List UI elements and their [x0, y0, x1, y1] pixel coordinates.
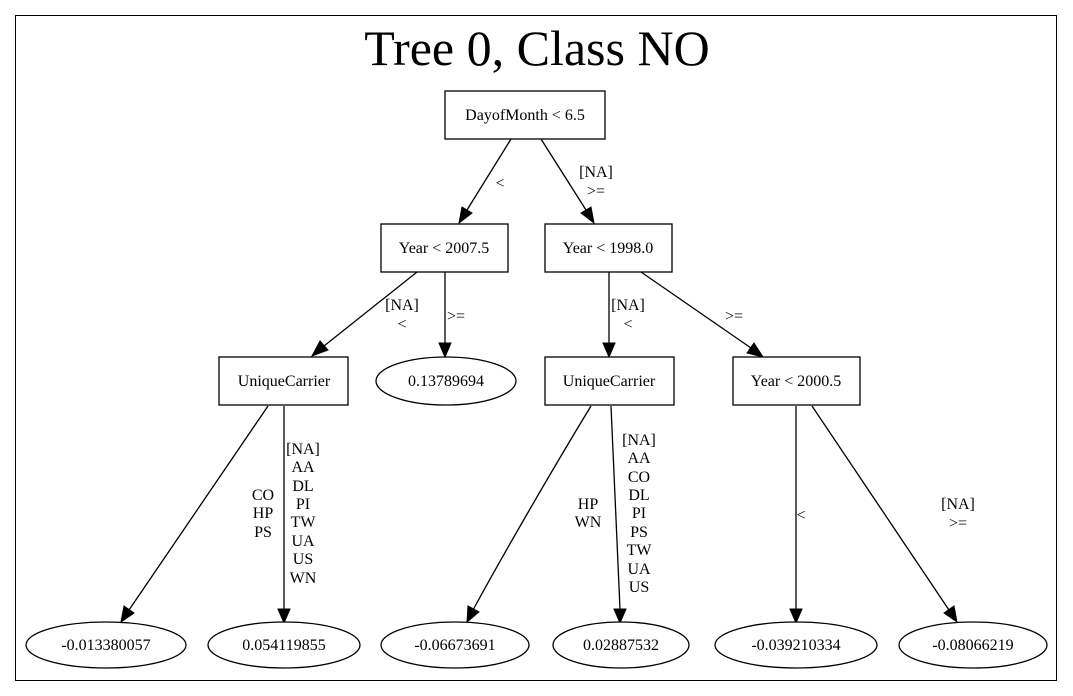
edge-label: [NA]	[286, 441, 320, 458]
leaf-3: -0.06673691	[380, 621, 530, 669]
node-year-1998: Year < 1998.0	[544, 223, 673, 273]
edge-n3-l2: [NA] AA DL PI TW UA US WN	[277, 406, 320, 625]
edge-n2-n5: [NA] <	[602, 272, 645, 359]
leaf-6: -0.08066219	[898, 621, 1048, 669]
edge-label: [NA]	[611, 297, 645, 314]
leaf-label: 0.02887532	[583, 637, 659, 654]
leaf-0-13789694: 0.13789694	[375, 356, 517, 406]
node-year-2007: Year < 2007.5	[380, 223, 509, 273]
edge-label: [NA]	[385, 297, 419, 314]
edge-n5-l3: HP WN	[466, 405, 602, 624]
edge-n2-n6: >=	[640, 271, 765, 358]
edge-label: HP	[253, 505, 274, 522]
edge-n1-n4: >=	[438, 272, 465, 359]
edge-n3-l1: CO HP PS	[120, 405, 274, 624]
edge-root-left: <	[458, 138, 512, 225]
edge-label: <	[796, 507, 805, 524]
edge-label: [NA]	[579, 164, 613, 181]
node-unique-carrier-right: UniqueCarrier	[544, 356, 675, 406]
edge-label: UA	[627, 561, 651, 578]
edge-label: PS	[630, 524, 648, 541]
edge-label: HP	[578, 496, 599, 513]
node-label: Year < 1998.0	[563, 240, 654, 257]
edge-label: PI	[296, 496, 310, 513]
leaf-label: -0.013380057	[61, 637, 150, 654]
leaf-5: -0.039210334	[714, 621, 878, 669]
edge-n1-n3: [NA] <	[310, 271, 419, 357]
edge-label: AA	[291, 459, 315, 476]
edge-label: CO	[628, 469, 650, 486]
diagram-frame	[15, 15, 1057, 681]
edge-n6-l5: <	[789, 406, 806, 625]
edge-n5-l4: [NA] AA CO DL PI PS TW UA US	[610, 405, 656, 625]
edge-label: TW	[291, 514, 317, 531]
node-label: UniqueCarrier	[238, 373, 331, 390]
edge-label: UA	[291, 533, 315, 550]
node-label: Year < 2000.5	[751, 373, 842, 390]
edge-label: >=	[587, 183, 605, 200]
edge-n6-l6: [NA] >=	[811, 405, 975, 624]
leaf-label: -0.039210334	[751, 637, 840, 654]
leaf-label: 0.054119855	[242, 637, 325, 654]
edge-root-right: [NA] >=	[540, 138, 613, 225]
edge-label: PI	[632, 505, 646, 522]
edge-label: DL	[628, 487, 649, 504]
edge-label: DL	[292, 478, 313, 495]
edge-label: PS	[254, 524, 272, 541]
leaf-4: 0.02887532	[552, 621, 690, 669]
edge-label: >=	[949, 515, 967, 532]
diagram-title: Tree 0, Class NO	[364, 20, 709, 76]
edge-label: WN	[290, 570, 317, 587]
edge-label: <	[397, 316, 406, 333]
edge-label: WN	[575, 514, 602, 531]
leaf-label: -0.08066219	[932, 637, 1013, 654]
leaf-1: -0.013380057	[25, 621, 187, 669]
node-year-2000: Year < 2000.5	[732, 356, 861, 406]
edge-label: >=	[725, 308, 743, 325]
edge-label: US	[293, 551, 313, 568]
node-label: Year < 2007.5	[399, 240, 490, 257]
node-label: DayofMonth < 6.5	[465, 107, 585, 124]
edge-label: <	[623, 316, 632, 333]
leaf-label: 0.13789694	[408, 373, 484, 390]
edge-label: [NA]	[941, 496, 975, 513]
leaf-2: 0.054119855	[207, 621, 361, 669]
edge-label: AA	[627, 450, 651, 467]
edge-label: TW	[627, 542, 653, 559]
edge-label: [NA]	[622, 432, 656, 449]
edge-label: CO	[252, 487, 274, 504]
node-label: UniqueCarrier	[563, 373, 656, 390]
node-unique-carrier-left: UniqueCarrier	[218, 356, 349, 406]
edge-label: US	[629, 579, 649, 596]
edge-label: <	[495, 175, 504, 192]
node-root: DayofMonth < 6.5	[444, 90, 606, 140]
leaf-label: -0.06673691	[414, 637, 495, 654]
edge-label: >=	[447, 308, 465, 325]
